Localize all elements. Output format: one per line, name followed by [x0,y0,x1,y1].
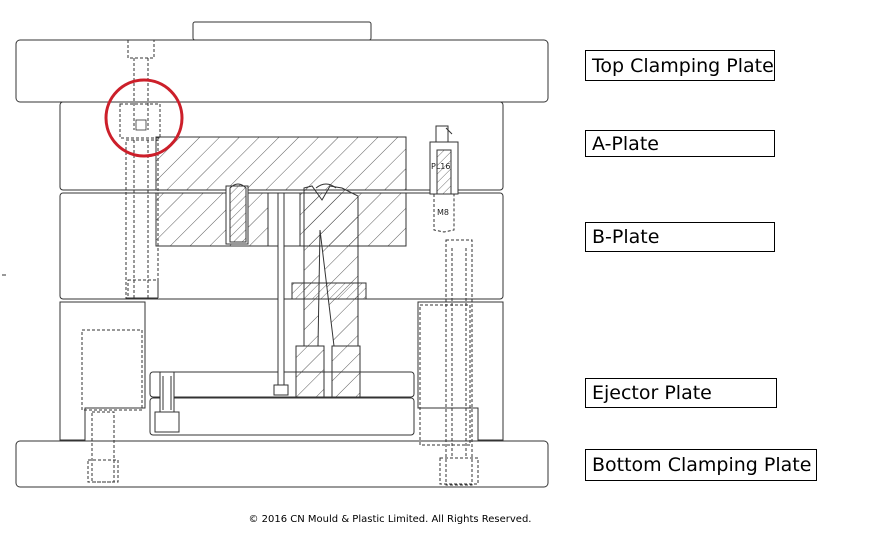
lifter-holder-left [295,345,325,398]
clamp-screw-head [127,39,155,59]
highlight-circle [104,78,184,158]
guide-pin-right [445,239,473,486]
top-clamping-plate [15,39,549,103]
cavity-insert [155,136,407,191]
spacer-block-right [417,301,504,441]
label-bottom-clamping-plate: Bottom Clamping Plate [585,449,817,481]
screw-size-label: M8 [437,208,449,217]
locating-ring [192,21,372,41]
label-ejector-plate: Ejector Plate [585,378,777,408]
spacer-block-left [59,301,146,441]
label-a-plate: A-Plate [585,130,775,157]
lifter [303,185,359,347]
lifter-guide [291,282,367,300]
bottom-clamping-plate [15,440,549,488]
ejector-plate [149,397,415,436]
label-top-clamping-plate: Top Clamping Plate [585,50,775,81]
copyright-notice: © 2016 CN Mould & Plastic Limited. All R… [248,514,532,525]
guide-pin-left [125,139,159,299]
label-b-plate: B-Plate [585,222,775,252]
lifter-holder-right [331,345,361,398]
pin-size-label: PL16 [431,162,450,171]
ejector-pin [277,192,285,386]
